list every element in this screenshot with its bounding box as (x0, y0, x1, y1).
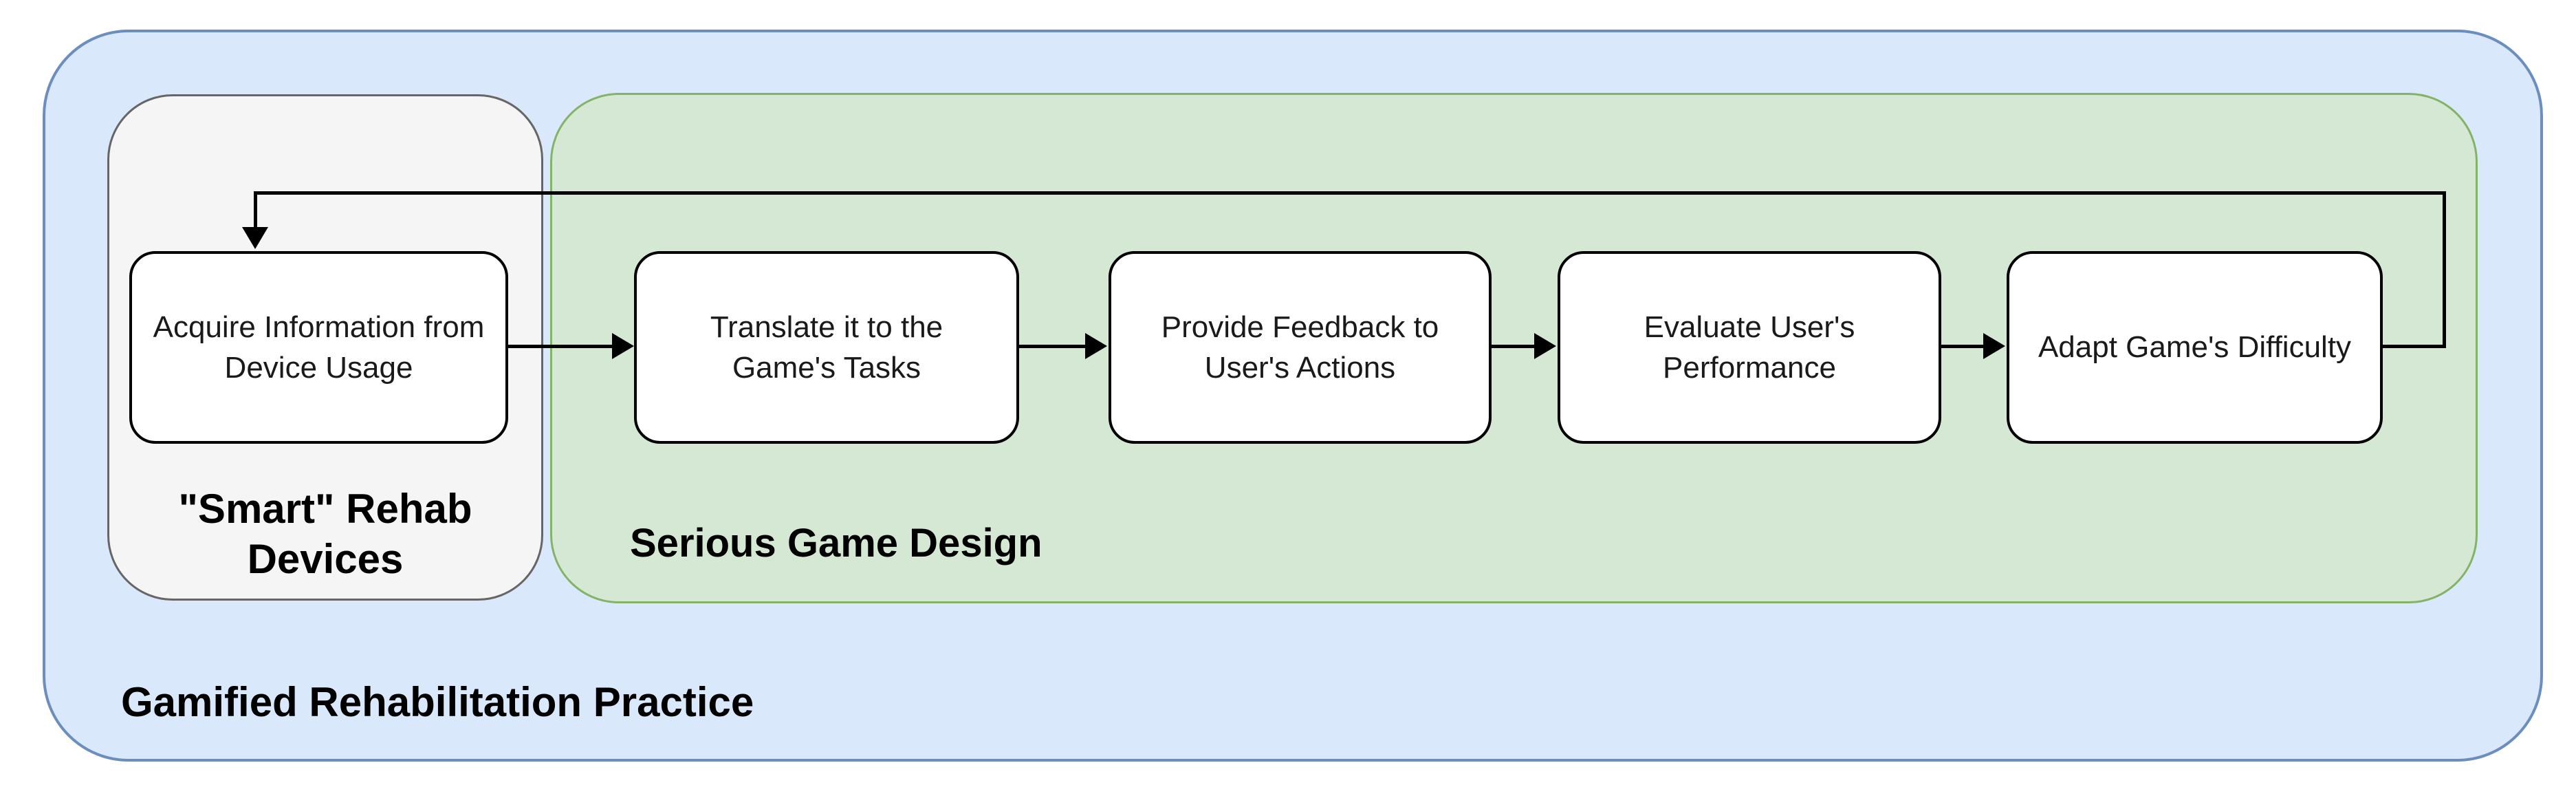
arrow-step2-step3-head-icon (1085, 333, 1107, 359)
smart-rehab-devices-label: "Smart" Rehab Devices (178, 486, 472, 583)
feedback-loop-right-riser-line (2443, 191, 2446, 348)
feedback-loop-exit-line (2383, 345, 2446, 348)
step-translate-to-game-tasks: Translate it to the Game's Tasks (634, 251, 1019, 444)
step-acquire-information: Acquire Information from Device Usage (129, 251, 508, 444)
step-provide-feedback: Provide Feedback to User's Actions (1109, 251, 1492, 444)
arrow-step1-step2-line (508, 345, 613, 348)
serious-game-design-label: Serious Game Design (630, 521, 1043, 566)
arrow-step2-step3-line (1019, 345, 1087, 348)
arrow-step1-step2-head-icon (612, 333, 634, 359)
feedback-loop-head-icon (242, 227, 268, 249)
arrow-step3-step4-head-icon (1534, 333, 1556, 359)
gamified-rehabilitation-practice-label: Gamified Rehabilitation Practice (121, 679, 754, 725)
step-adapt-difficulty: Adapt Game's Difficulty (2007, 251, 2383, 444)
arrow-step3-step4-line (1492, 345, 1536, 348)
arrow-step4-step5-head-icon (1983, 333, 2005, 359)
arrow-step4-step5-line (1941, 345, 1985, 348)
feedback-loop-top-line (254, 191, 2446, 195)
step-evaluate-performance: Evaluate User's Performance (1558, 251, 1941, 444)
feedback-loop-left-drop-line (254, 191, 257, 229)
